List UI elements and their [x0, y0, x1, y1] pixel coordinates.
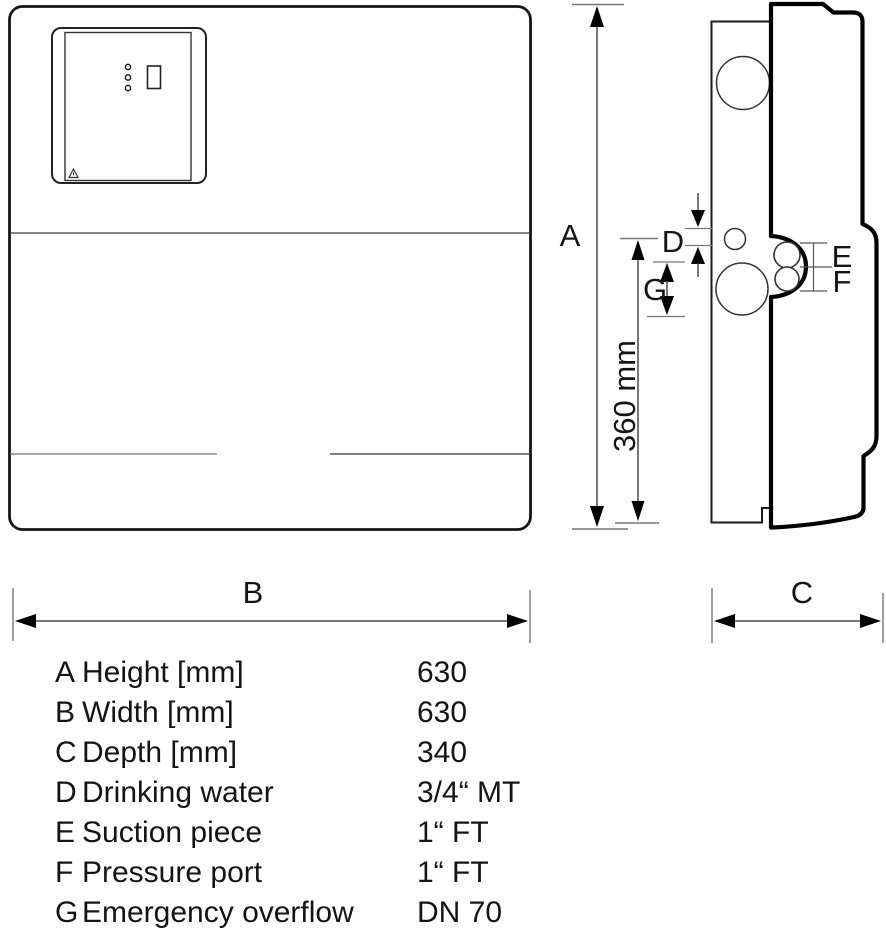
row-label: Depth [mm]	[82, 736, 238, 769]
control-panel-door	[64, 31, 192, 182]
row-key: D	[55, 776, 77, 809]
arrowhead-up-icon	[660, 263, 674, 282]
side-view	[710, 1, 879, 530]
front-view	[8, 5, 532, 531]
dimension-360mm-label: 360 mm	[607, 340, 642, 452]
pressure-port-circle	[774, 266, 800, 292]
display-window	[146, 65, 162, 90]
dimension-e-label: E	[832, 239, 853, 274]
row-key: G	[55, 896, 79, 929]
arrowhead-right-icon	[507, 614, 528, 628]
suction-piece-circle	[773, 241, 801, 269]
row-key: C	[55, 736, 77, 769]
dimension-ef: E F	[800, 239, 852, 299]
dimension-b-label: B	[243, 575, 264, 610]
arrowhead-down-icon	[590, 506, 604, 527]
row-label: Emergency overflow	[82, 896, 354, 929]
dimension-b: B	[12, 575, 531, 643]
dimension-a: A	[560, 3, 628, 530]
drinking-water-port-circle	[723, 227, 747, 251]
row-value: 1“ FT	[417, 816, 489, 849]
dimension-360mm: 360 mm	[607, 237, 659, 524]
arrowhead-up-icon	[590, 6, 604, 27]
arrowhead-right-icon	[860, 614, 881, 628]
arrowhead-up-icon	[631, 240, 645, 260]
row-label: Height [mm]	[82, 656, 244, 689]
row-value: DN 70	[417, 896, 503, 929]
row-label: Width [mm]	[82, 696, 234, 729]
emergency-overflow-circle	[715, 262, 769, 316]
arrowhead-down-icon	[691, 210, 705, 227]
led-indicator-icon	[124, 63, 132, 71]
arrowhead-down-icon	[631, 501, 645, 521]
dimension-g: G	[643, 261, 685, 318]
row-label: Drinking water	[82, 776, 274, 809]
control-panel	[51, 27, 207, 184]
arrowhead-up-icon	[691, 247, 705, 264]
dimension-d-label: D	[662, 224, 684, 259]
side-cover-outline	[768, 1, 879, 530]
arrowhead-down-icon	[660, 296, 674, 315]
arrowhead-left-icon	[714, 614, 735, 628]
led-indicator-icon	[124, 74, 132, 81]
led-indicator-icon	[124, 84, 132, 92]
row-value: 630	[417, 696, 468, 729]
warning-triangle-icon	[68, 167, 79, 179]
dimension-a-label: A	[560, 218, 581, 253]
upper-port-circle	[715, 55, 771, 111]
row-label: Pressure port	[82, 856, 263, 889]
row-key: E	[55, 816, 76, 849]
row-label: Suction piece	[82, 816, 263, 849]
dimension-f-label: F	[833, 264, 852, 299]
row-value: 340	[417, 736, 468, 769]
row-value: 1“ FT	[417, 856, 489, 889]
dimension-d: D	[662, 193, 713, 277]
row-value: 630	[417, 656, 468, 689]
dimension-c-label: C	[791, 575, 813, 610]
dimension-g-label: G	[643, 272, 667, 307]
row-key: B	[55, 696, 76, 729]
row-value: 3/4“ MT	[417, 776, 521, 809]
dimension-c: C	[711, 575, 884, 643]
arrowhead-left-icon	[15, 614, 36, 628]
row-key: F	[55, 856, 74, 889]
row-key: A	[55, 656, 76, 689]
